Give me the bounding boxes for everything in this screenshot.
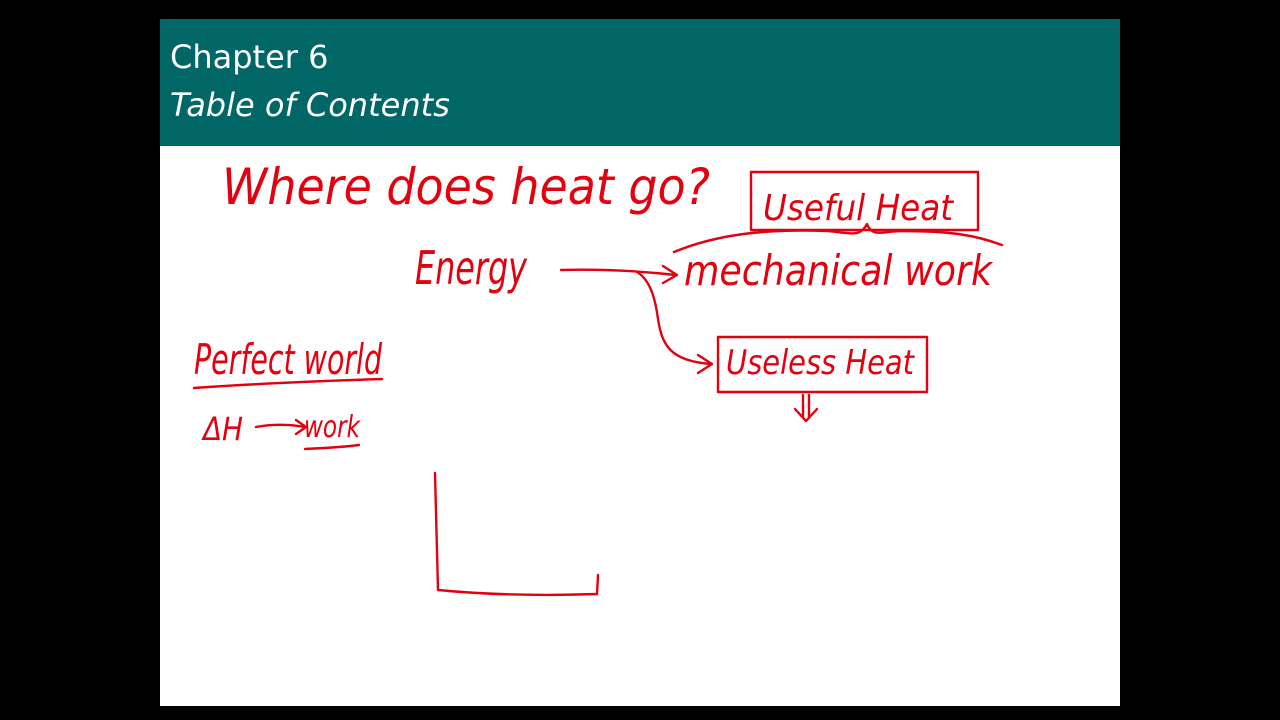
ink-annotations: Where does heat go? Useful Heat Energy m… [192, 158, 1004, 597]
arrow-to-mechanical-work [559, 268, 678, 277]
arrow-head-work [294, 418, 308, 436]
arrow-head-useless [696, 353, 714, 375]
work-underline [303, 443, 361, 451]
slide-title-bar: Chapter 6 Table of Contents [160, 19, 1120, 146]
perfect-world-underline [192, 377, 384, 390]
ink-useless-heat: Useless Heat [726, 343, 915, 383]
slide-subtitle: Table of Contents [170, 86, 450, 124]
ink-mechanical-work: mechanical work [684, 246, 993, 295]
arrow-head-mechanical [661, 264, 679, 285]
useful-heat-box [749, 170, 980, 232]
ink-work: work [304, 410, 361, 445]
ink-energy: Energy [415, 241, 528, 295]
slide-title: Chapter 6 [170, 38, 329, 76]
axes-sketch [433, 471, 600, 597]
double-down-arrow-icon [793, 393, 819, 423]
ink-question: Where does heat go? [222, 158, 710, 216]
slide: Chapter 6 Table of Contents Where does h… [160, 19, 1120, 706]
useless-heat-box [716, 335, 929, 394]
arrow-to-work [254, 423, 307, 429]
ink-useful-heat: Useful Heat [763, 188, 955, 229]
arrow-to-useless-heat [635, 270, 713, 366]
ink-perfect-world: Perfect world [194, 335, 382, 384]
bracket-line [672, 222, 1004, 254]
ink-delta-h: ΔH [200, 410, 243, 448]
